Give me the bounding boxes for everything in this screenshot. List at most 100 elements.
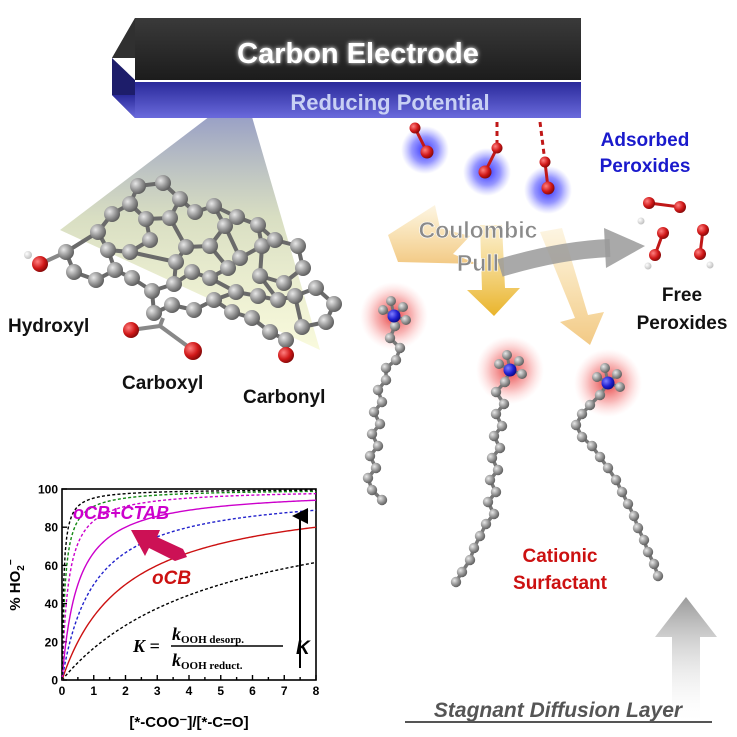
series-line-K-20 — [61, 489, 316, 681]
shift-arrow — [131, 530, 187, 561]
methyl-atom — [615, 382, 625, 392]
k-arrow-label: K — [296, 638, 311, 659]
methyl-atom — [401, 315, 411, 325]
carbon-atom — [100, 242, 116, 258]
chain-atom — [490, 486, 502, 498]
carbon-atom — [166, 276, 182, 292]
carbon-atom — [228, 284, 244, 300]
carbon-atom — [294, 319, 310, 335]
y-tick-label: 40 — [45, 597, 59, 611]
free-label-line1: Free — [662, 285, 702, 306]
chain-atom — [372, 384, 384, 396]
cationic-surfactants — [360, 282, 664, 588]
chain-atom — [586, 440, 598, 452]
ctab-annotation: oCB+CTAB — [73, 503, 169, 523]
chain-atom — [376, 494, 388, 506]
chain-atom — [372, 440, 384, 452]
adsorbed-peroxides — [401, 121, 572, 214]
chain-atom — [594, 389, 606, 401]
carbon-atom — [276, 275, 292, 291]
hydrogen-atom — [24, 251, 32, 259]
oxygen-atom — [32, 256, 48, 272]
methyl-atom — [612, 369, 622, 379]
carbon-atom — [122, 196, 138, 212]
y-tick-label: 100 — [38, 483, 58, 497]
chain-atom — [498, 398, 510, 410]
adsorbed-label-line2: Peroxides — [600, 156, 691, 177]
x-tick-label: 5 — [217, 684, 224, 698]
chain-atom — [366, 484, 378, 496]
chain-atom — [482, 496, 494, 508]
chain-atom — [584, 399, 596, 411]
carbon-atom — [146, 305, 162, 321]
carbon-atom — [66, 264, 82, 280]
nitrogen-atom — [601, 376, 615, 390]
cationic-label-line2: Surfactant — [513, 573, 608, 594]
chain-atom — [480, 518, 492, 530]
chain-atom — [488, 430, 500, 442]
carbon-atom — [318, 314, 334, 330]
carbon-atom — [187, 204, 203, 220]
chain-atom — [602, 462, 614, 474]
chain-atom — [628, 510, 640, 522]
carbon-atom — [168, 254, 184, 270]
y-axis-label: % HO2− — [6, 559, 27, 611]
coulombic-label-line1: Coulombic — [419, 217, 538, 243]
carbon-atom — [184, 264, 200, 280]
y-tick-label: 20 — [45, 635, 59, 649]
methyl-atom — [600, 363, 610, 373]
carbon-atom — [326, 296, 342, 312]
carbon-atom — [58, 244, 74, 260]
series-line-K-0_2 — [61, 561, 317, 681]
carbon-atom — [178, 239, 194, 255]
ocb-annotation: oCB — [152, 568, 191, 589]
carbon-atom — [138, 211, 154, 227]
adsorbed-label-line1: Adsorbed — [601, 130, 690, 151]
carbon-atom — [186, 302, 202, 318]
chain-atom — [366, 428, 378, 440]
chain-atom — [376, 396, 388, 408]
carbon-atom — [232, 250, 248, 266]
chain-atom — [389, 320, 401, 332]
nitrogen-atom — [503, 363, 517, 377]
series-line-K-2 — [61, 499, 317, 681]
carbon-atom — [308, 280, 324, 296]
chain-atom — [484, 474, 496, 486]
coulombic-label-line2: Pull — [457, 250, 499, 276]
carbon-atom — [162, 210, 178, 226]
electrode-title: Carbon Electrode — [237, 38, 479, 70]
chain-atom — [464, 554, 476, 566]
carbon-atom — [287, 288, 303, 304]
formula-denominator: kOOH reduct. — [172, 650, 243, 672]
chain-atom — [594, 451, 606, 463]
carbon-atom — [107, 262, 123, 278]
bond — [158, 317, 165, 327]
chain-atom — [632, 522, 644, 534]
carbon-atom — [217, 218, 233, 234]
chain-atom — [486, 452, 498, 464]
nitrogen-atom — [387, 309, 401, 323]
hydroxyl-label: Hydroxyl — [8, 316, 89, 337]
y-tick-label: 60 — [45, 559, 59, 573]
chain-atom — [394, 342, 406, 354]
carbon-atom — [104, 206, 120, 222]
coulombic-pull-arrows — [388, 205, 645, 345]
carbon-atom — [172, 191, 188, 207]
carbon-atom — [164, 297, 180, 313]
carbon-electrode: Carbon Electrode Reducing Potential — [112, 18, 581, 118]
chain-atom — [370, 462, 382, 474]
carbon-atom — [220, 260, 236, 276]
carbon-atom — [278, 332, 294, 348]
carbon-atom — [206, 292, 222, 308]
chain-atom — [490, 408, 502, 420]
carbon-atom — [295, 260, 311, 276]
series-line-K-0_5 — [61, 526, 317, 681]
diffusion-arrow — [655, 597, 717, 722]
free-peroxides — [637, 197, 714, 270]
carbon-atom — [290, 238, 306, 254]
y-tick-label: 0 — [51, 674, 58, 688]
chain-atom — [622, 498, 634, 510]
x-tick-label: 3 — [154, 684, 161, 698]
methyl-atom — [386, 296, 396, 306]
